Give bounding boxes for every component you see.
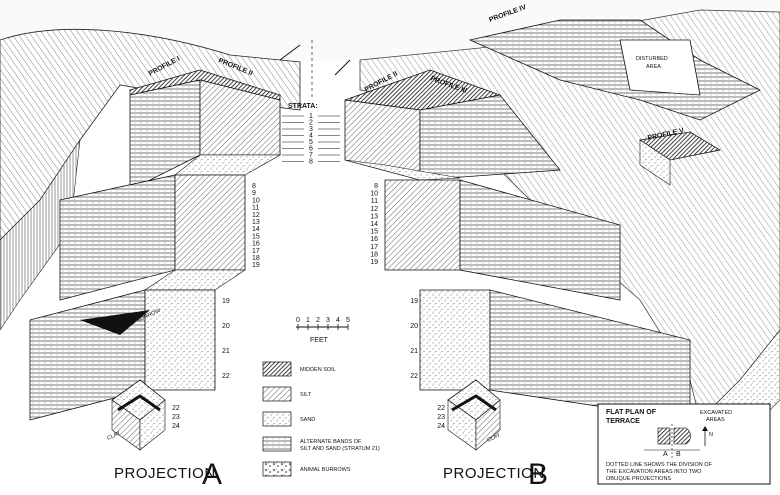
stratum-number: 24 [172, 423, 180, 430]
scale-tick-label: 0 [296, 317, 300, 324]
inset-note-1: DOTTED LINE SHOWS THE DIVISION OF [606, 462, 713, 468]
legend-label: SILT [300, 392, 312, 398]
stratum-number: 13 [252, 219, 260, 226]
stratum-number: 20 [410, 323, 418, 330]
projection-b-letter: B [528, 458, 548, 490]
disturbed-area-label-2: AREA [646, 64, 661, 70]
projection-a-block [29, 69, 282, 451]
stratum-number: 18 [252, 255, 260, 262]
scale-tick-label: 5 [346, 317, 350, 324]
strata-number: 8 [309, 159, 313, 166]
stratum-number: 20 [222, 323, 230, 330]
stratum-number: 10 [370, 191, 378, 198]
strata-arrows [282, 115, 340, 162]
inset-a: A [663, 451, 668, 458]
stratum-number: 17 [370, 244, 378, 251]
scale-tick-label: 1 [306, 317, 310, 324]
strata-number: 6 [309, 146, 313, 153]
stratum-number: 15 [252, 233, 260, 240]
stratum-number: 23 [172, 414, 180, 421]
stratum-number: 8 [252, 183, 256, 190]
stratum-number: 22 [437, 405, 445, 412]
projection-b-block [344, 69, 691, 451]
stratum-number: 17 [252, 248, 260, 255]
legend-swatch-sand [262, 411, 292, 427]
strata-number: 1 [309, 113, 313, 120]
stratum-number: 16 [252, 241, 260, 248]
stratum-number: 9 [252, 190, 256, 197]
stratum-number: 11 [252, 205, 259, 212]
strata-number: 2 [309, 120, 313, 127]
inset-excavated-2: AREAS [706, 417, 725, 423]
terrace-inset: FLAT PLAN OF TERRACE EXCAVATED AREAS A B… [597, 403, 771, 485]
stratum-number: 16 [370, 236, 378, 243]
stratum-number: 12 [370, 206, 378, 213]
strata-number: 4 [309, 133, 313, 140]
legend-swatch-silt [262, 386, 292, 402]
inset-title-2: TERRACE [606, 418, 640, 425]
inset-north: N [709, 432, 713, 438]
stratum-number: 19 [410, 298, 418, 305]
projection-a-word: PROJECTION [114, 465, 216, 482]
strata-title: STRATA: [288, 103, 318, 110]
stratum-number: 22 [172, 405, 180, 412]
inset-b: B [676, 451, 681, 458]
legend-label: MIDDEN SOIL [300, 367, 336, 373]
stratum-number: 15 [370, 229, 378, 236]
strata-number: 7 [309, 152, 313, 159]
projection-b-word: PROJECTION [443, 465, 545, 482]
inset-title-1: FLAT PLAN OF [606, 409, 657, 416]
scale-tick-label: 3 [326, 317, 330, 324]
stratum-number: 23 [437, 414, 445, 421]
strata-number: 3 [309, 126, 313, 133]
stratum-number: 11 [371, 198, 378, 205]
inset-note-3: OBLIQUE PROJECTIONS [606, 476, 671, 482]
legend-swatch-midden [262, 361, 292, 377]
legend-swatch-burrows [262, 461, 292, 477]
stratum-number: 8 [374, 183, 378, 190]
scale-tick-label: 2 [316, 317, 320, 324]
stratum-number: 19 [252, 262, 260, 269]
inset-excavated-1: EXCAVATED [700, 410, 732, 416]
stratum-number: 22 [410, 373, 418, 380]
stratum-number: 24 [437, 423, 445, 430]
disturbed-area-label-1: DISTURBED [636, 56, 668, 62]
scale-unit: FEET [310, 337, 329, 344]
legend-label: SILT AND SAND (STRATUM 21) [300, 446, 380, 452]
legend-label: ANIMAL BURROWS [300, 467, 351, 473]
clay-label-b: CLAY [486, 432, 501, 443]
legend-label: ALTERNATE BANDS OF [300, 439, 362, 445]
stratum-number: 19 [370, 259, 378, 266]
profile-iv-pit [468, 19, 761, 186]
stratum-number: 10 [252, 197, 260, 204]
inset-note-2: THE EXCAVATION AREAS INTO TWO [606, 469, 702, 475]
stratum-number: 14 [370, 221, 378, 228]
legend-label: SAND [300, 417, 315, 423]
projection-a-letter: A [202, 458, 222, 490]
stratum-number: 22 [222, 373, 230, 380]
stratum-number: 14 [252, 226, 260, 233]
stratum-number: 12 [252, 212, 260, 219]
scale-tick-label: 4 [336, 317, 340, 324]
stratum-number: 21 [222, 348, 230, 355]
strata-number: 5 [309, 139, 313, 146]
stratum-number: 18 [370, 251, 378, 258]
legend-swatch-bands [262, 436, 292, 452]
legend: MIDDEN SOIL SILT SAND ALTERNATE BANDS OFSIL… [262, 361, 380, 477]
clay-label-a: CLAY [106, 430, 121, 441]
stratum-number: 21 [410, 348, 418, 355]
stratum-number: 13 [370, 213, 378, 220]
north-arrows [279, 40, 351, 100]
stratum-number: 19 [222, 298, 230, 305]
